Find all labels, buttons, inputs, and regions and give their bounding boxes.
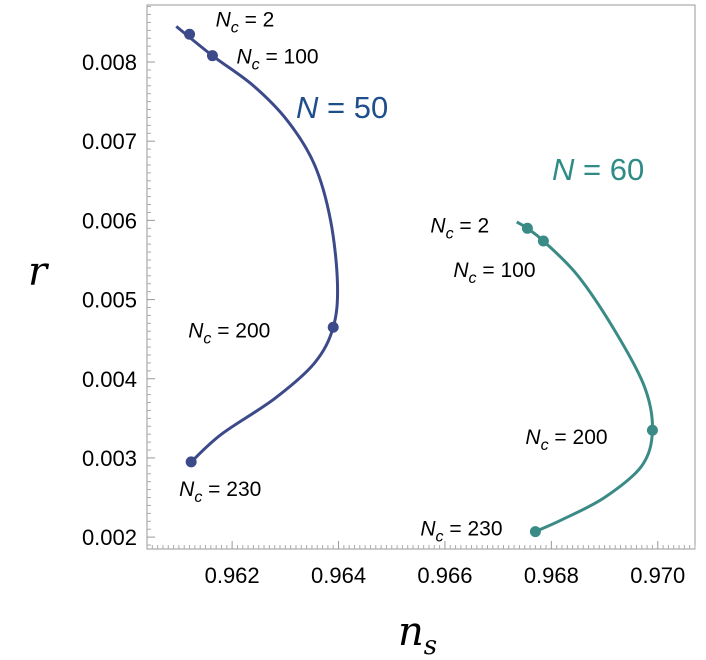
x-tick-label: 0.964 <box>311 563 366 588</box>
y-tick-label: 0.008 <box>82 50 137 75</box>
y-tick-label: 0.002 <box>82 525 137 550</box>
point-label: Nc = 230 <box>420 518 502 546</box>
plot-frame <box>146 4 696 550</box>
series-line <box>516 220 654 533</box>
x-tick-label: 0.970 <box>630 563 685 588</box>
x-axis-title: ns <box>398 609 437 660</box>
data-point <box>185 456 197 468</box>
y-axis-ticks: 0.002 0.003 0.004 0.005 0.006 0.007 0.008 <box>82 6 155 550</box>
point-label: Nc = 200 <box>188 319 270 347</box>
x-axis-title-sub: s <box>424 631 437 660</box>
data-point <box>184 28 196 40</box>
series-name-value: = 60 <box>574 152 644 187</box>
point-label-subscript: c <box>541 437 549 454</box>
series-name-label: N = 50 <box>296 90 388 125</box>
x-tick-label: 0.962 <box>205 563 260 588</box>
series-name-symbol: N <box>552 152 575 187</box>
point-label-subscript: c <box>252 57 260 74</box>
y-tick-label: 0.006 <box>82 208 137 233</box>
y-tick-label: 0.007 <box>82 129 137 154</box>
x-axis-title-main: n <box>398 609 424 655</box>
series-name-symbol: N <box>296 90 319 125</box>
point-label-value: = 100 <box>260 46 319 69</box>
point-label-symbol: N <box>420 518 436 541</box>
point-label-value: = 200 <box>211 319 270 342</box>
point-label-symbol: N <box>188 319 204 342</box>
point-label-subscript: c <box>436 529 444 546</box>
point-label-subscript: c <box>231 19 239 36</box>
data-point <box>327 321 339 333</box>
point-label: Nc = 100 <box>453 259 535 287</box>
point-label-symbol: N <box>216 8 232 31</box>
point-label-value: = 2 <box>239 8 275 31</box>
point-label: Nc = 230 <box>179 478 261 506</box>
x-tick-label: 0.966 <box>417 563 472 588</box>
point-label-subscript: c <box>194 489 202 506</box>
point-label-symbol: N <box>236 46 252 69</box>
point-label-subscript: c <box>469 270 477 287</box>
point-label-value: = 100 <box>477 259 536 282</box>
y-axis-title: r <box>28 249 50 295</box>
data-point <box>537 235 549 247</box>
series-name-label: N = 60 <box>552 152 644 187</box>
y-tick-label: 0.005 <box>82 288 137 313</box>
data-point <box>529 526 541 538</box>
x-axis-ticks: 0.962 0.964 0.966 0.968 0.970 <box>151 541 696 588</box>
point-label: Nc = 2 <box>430 214 489 242</box>
point-label-subscript: c <box>203 330 211 347</box>
point-label-value: = 2 <box>454 214 490 237</box>
data-point <box>206 50 218 62</box>
point-label-symbol: N <box>430 214 446 237</box>
point-label: Nc = 100 <box>236 46 318 74</box>
point-label-symbol: N <box>179 478 195 501</box>
point-label-value: = 230 <box>444 518 503 541</box>
point-label-value: = 230 <box>202 478 261 501</box>
y-tick-label: 0.003 <box>82 446 137 471</box>
point-label-symbol: N <box>525 426 541 449</box>
data-point <box>521 222 533 234</box>
point-label: Nc = 2 <box>216 8 275 36</box>
x-tick-label: 0.968 <box>524 563 579 588</box>
point-label-subscript: c <box>446 225 454 242</box>
y-tick-label: 0.004 <box>82 367 137 392</box>
series-line <box>175 25 340 464</box>
point-label: Nc = 200 <box>525 426 607 454</box>
series-name-value: = 50 <box>318 90 388 125</box>
point-label-symbol: N <box>453 259 469 282</box>
point-label-value: = 200 <box>549 426 608 449</box>
data-point <box>646 424 658 436</box>
